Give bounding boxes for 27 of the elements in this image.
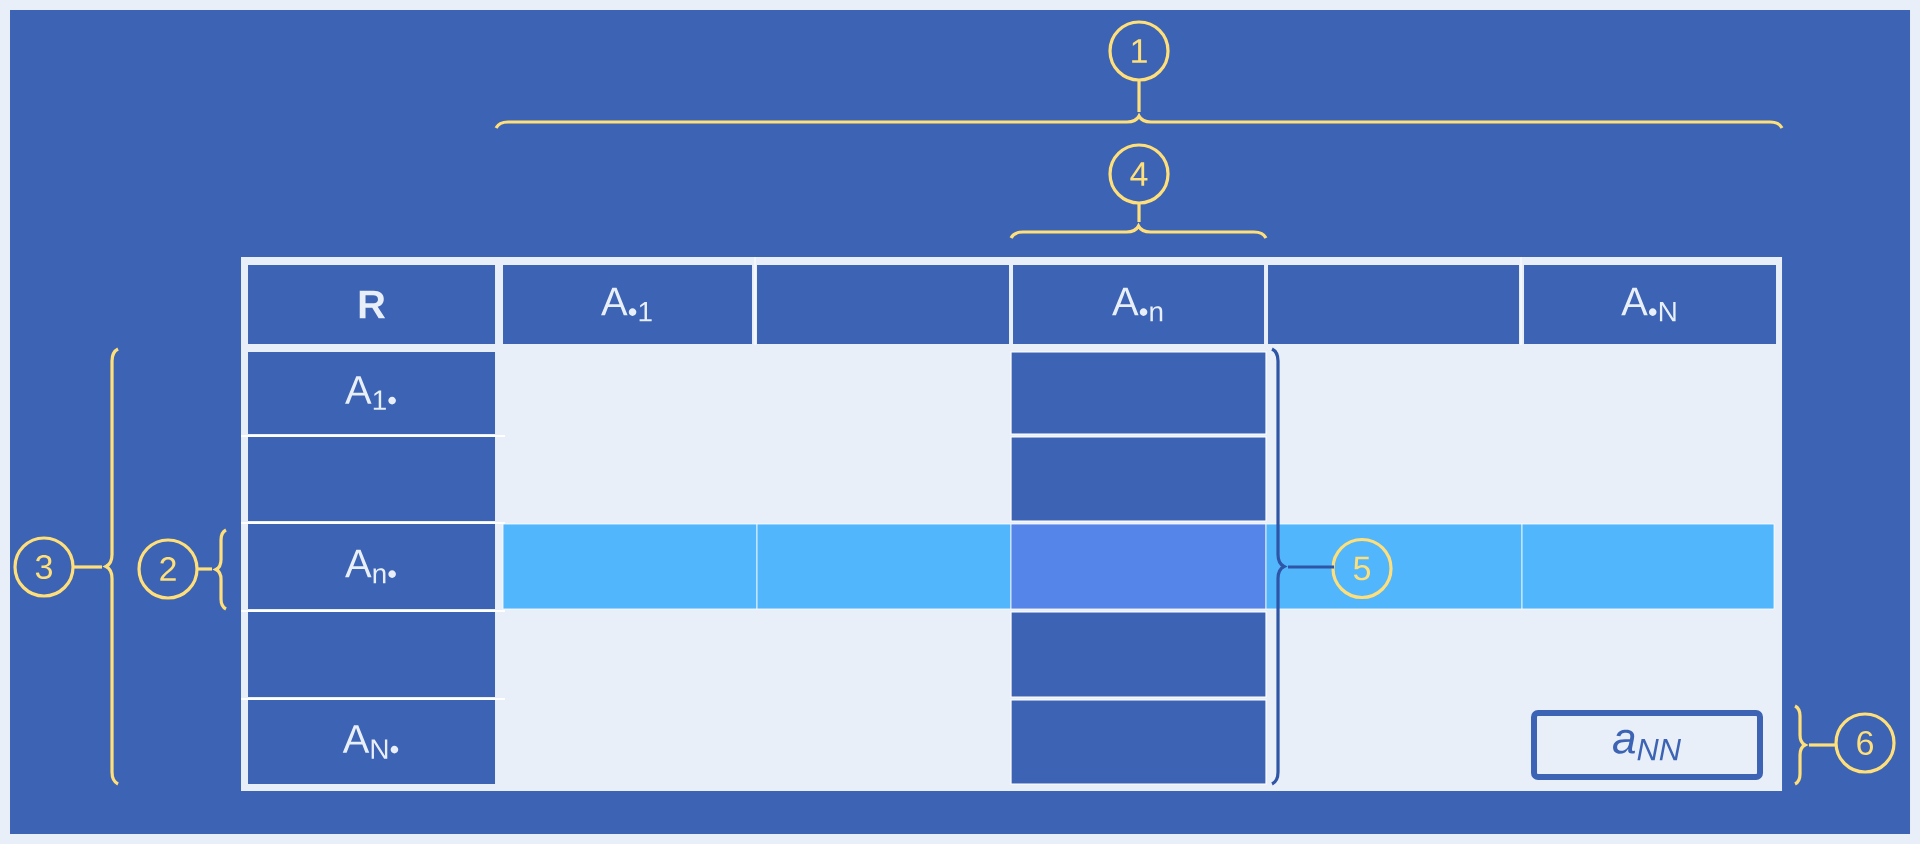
row-header-cell: [248, 612, 495, 697]
header-cell: A$_{•n}$: [1013, 265, 1264, 344]
column-cell: [1010, 436, 1267, 522]
header-cell: A$_{•1}$: [503, 265, 752, 344]
header-cell: [757, 265, 1009, 344]
header-cell: R: [248, 265, 495, 344]
highlighted-cell: [756, 523, 1012, 610]
row-header-cell: [248, 437, 495, 521]
highlighted-cell: [1265, 523, 1523, 610]
header-cell: [1268, 265, 1519, 344]
row-header-cell: A$_{1•}$: [248, 352, 495, 434]
element-cell: a$_{NN}$: [1531, 710, 1763, 780]
row-header-cell: A$_{n•}$: [248, 524, 495, 609]
column-cell: [1010, 611, 1267, 698]
highlighted-cell: [502, 523, 758, 610]
column-cell: [1010, 351, 1267, 435]
callout-number: 1: [1108, 20, 1170, 82]
header-cell: A$_{•N}$: [1524, 265, 1776, 344]
highlighted-cell: [1521, 523, 1775, 610]
callout-number: 3: [13, 536, 75, 598]
row-header-cell: A$_{N•}$: [248, 700, 495, 784]
column-cell: [1010, 699, 1267, 785]
callout-number: 2: [137, 538, 199, 600]
intersection-cell: [1010, 523, 1267, 610]
callout-number: 4: [1108, 143, 1170, 205]
callout-number: 5: [1331, 537, 1393, 600]
callout-number: 6: [1834, 712, 1896, 774]
